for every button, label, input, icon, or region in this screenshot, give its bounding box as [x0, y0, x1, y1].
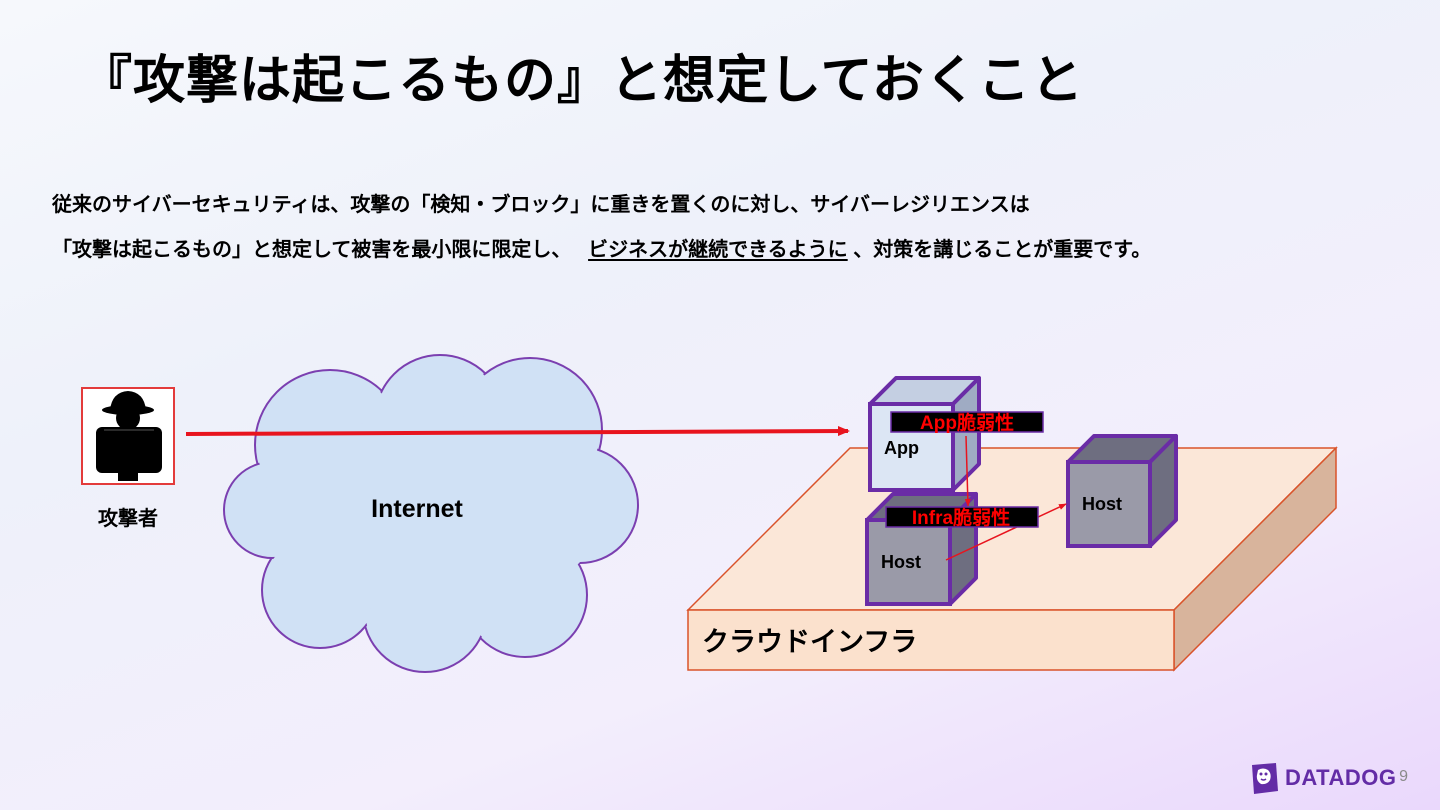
- attacker-label: 攻撃者: [98, 506, 158, 530]
- attack-arrow: [185, 426, 850, 437]
- body-text-line-1: 従来のサイバーセキュリティは、攻撃の「検知・ブロック」に重きを置くのに対し、サイ…: [52, 194, 1030, 216]
- host-box-label: Host: [881, 552, 921, 572]
- host-to-host-arrow: [945, 503, 1067, 561]
- app-vulnerability-label: App脆弱性: [920, 411, 1014, 434]
- body-text-line-2-pre: 「攻撃は起こるもの」と想定して被害を最小限に限定し、: [52, 239, 572, 261]
- host2-box-label: Host: [1082, 494, 1122, 514]
- internet-label: Internet: [371, 495, 463, 523]
- internet-cloud: Internet: [223, 354, 639, 673]
- infra-vulnerability-tag: Infra脆弱性: [885, 506, 1039, 529]
- brand-name: DATADOG: [1285, 765, 1397, 790]
- app-vulnerability-tag: App脆弱性: [890, 411, 1044, 434]
- cloud-infra-platform: クラウドインフラ: [686, 446, 1338, 672]
- app-box: App: [868, 376, 981, 492]
- page-number: 9: [1399, 768, 1408, 785]
- body-text-emphasis: ビジネスが継続できるように: [588, 239, 848, 261]
- attacker-icon: [81, 387, 175, 485]
- app-box-label: App: [884, 438, 919, 458]
- host2-box: Host: [1066, 434, 1178, 548]
- datadog-logo: DATADOG: [1249, 760, 1396, 796]
- body-text-line-2: 「攻撃は起こるもの」と想定して被害を最小限に限定し、 ビジネスが継続できるように…: [52, 233, 1151, 262]
- body-text-line-2-post: 、対策を講じることが重要です。: [853, 239, 1152, 261]
- slide-title: 『攻撃は起こるもの』と想定しておくこと: [80, 52, 1084, 110]
- cloud-infra-label: クラウドインフラ: [702, 627, 917, 657]
- datadog-dog-icon: [1252, 763, 1278, 794]
- app-to-host-arrow: [964, 435, 971, 507]
- infra-vulnerability-label: Infra脆弱性: [912, 506, 1010, 529]
